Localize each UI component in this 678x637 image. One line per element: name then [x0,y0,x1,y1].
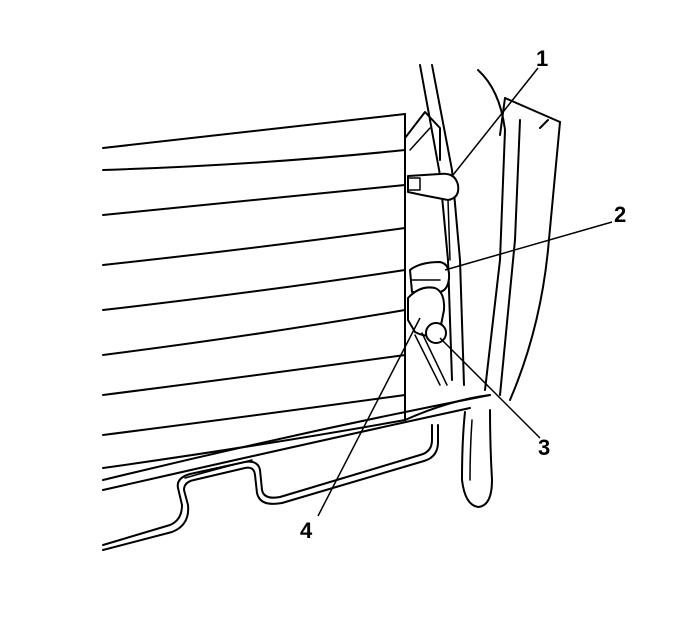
liftgate-frame [404,64,561,401]
part-1-upper-connector [407,172,460,261]
washer-hose [102,424,439,551]
callout-1: 1 [536,46,548,71]
leader-1 [452,67,539,176]
rear-window-glass [102,113,406,469]
callout-leaders [317,67,613,517]
lower-sill [102,394,493,508]
callout-labels: 1 2 3 4 [300,46,626,543]
callout-2: 2 [614,202,626,227]
leader-2 [444,221,613,271]
callout-4: 4 [300,518,313,543]
leader-4 [317,317,421,517]
callout-3: 3 [538,435,550,460]
leader-3 [439,337,541,439]
